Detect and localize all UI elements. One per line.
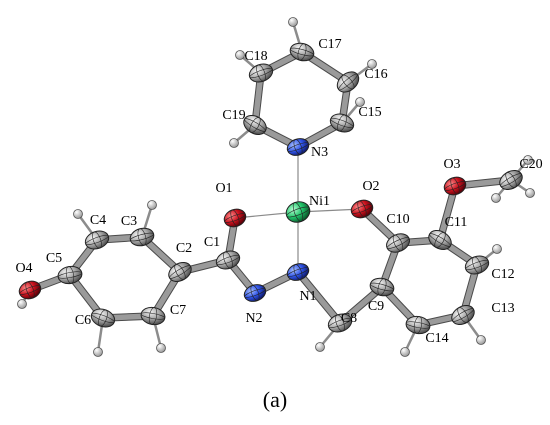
atom-c9 [369, 277, 395, 297]
atom-c7 [140, 306, 166, 326]
atom-c11 [428, 230, 452, 250]
hydrogen-atom [73, 209, 83, 219]
hydrogen-atom [156, 343, 166, 353]
atom-label-o1: O1 [215, 181, 232, 196]
atom-label-c15: C15 [358, 105, 381, 120]
atom-c15 [329, 113, 355, 133]
atom-c16 [336, 71, 360, 93]
hydrogen-atom [525, 188, 535, 198]
atom-label-c18: C18 [244, 49, 267, 64]
atom-label-ni1: Ni1 [309, 194, 330, 209]
atom-label-o3: O3 [443, 157, 460, 172]
atom-label-n1: N1 [299, 289, 316, 304]
atom-o2 [350, 199, 374, 219]
hydrogen-atom [400, 347, 410, 357]
atom-label-c4: C4 [90, 213, 106, 228]
atom-o1 [223, 208, 247, 228]
atom-label-c20: C20 [519, 157, 542, 172]
atom-label-c16: C16 [364, 67, 387, 82]
atom-c20 [499, 170, 523, 190]
hydrogen-atom [491, 193, 501, 203]
atom-label-c9: C9 [368, 299, 384, 314]
atom-n2 [243, 284, 267, 302]
atom-n1 [286, 263, 310, 281]
atom-label-c14: C14 [425, 331, 448, 346]
atom-label-n3: N3 [311, 145, 328, 160]
hydrogen-atom [93, 347, 103, 357]
figure-caption: (a) [263, 387, 287, 412]
hydrogen-atom [492, 244, 502, 254]
atom-c17 [289, 42, 315, 62]
bond-n1-c8 [294, 268, 344, 327]
atom-ni1 [285, 201, 311, 223]
atom-label-c5: C5 [46, 251, 62, 266]
atom-o4 [18, 280, 42, 300]
atom-c19 [243, 115, 267, 135]
atom-label-c8: C8 [341, 311, 357, 326]
atom-label-c6: C6 [75, 313, 91, 328]
atom-label-c2: C2 [176, 241, 192, 256]
atom-o3 [443, 176, 467, 196]
atom-c3 [129, 227, 155, 247]
hydrogen-atom [315, 342, 325, 352]
atom-c4 [84, 230, 110, 250]
hydrogen-atom [229, 138, 239, 148]
hydrogen-atom [17, 299, 27, 309]
atom-label-c7: C7 [170, 303, 186, 318]
atom-c2 [168, 262, 192, 282]
atom-label-o2: O2 [362, 179, 379, 194]
atom-label-c12: C12 [491, 267, 514, 282]
atom-label-c1: C1 [204, 235, 220, 250]
hydrogen-atom [367, 59, 377, 69]
atom-label-n2: N2 [245, 311, 262, 326]
atom-c18 [248, 63, 274, 83]
atom-label-c19: C19 [222, 108, 245, 123]
hydrogen-atom [288, 17, 298, 27]
atom-c14 [405, 315, 431, 335]
hydrogen-atom [476, 335, 486, 345]
atom-c12 [464, 255, 490, 275]
atom-c6 [90, 308, 116, 328]
atom-label-c17: C17 [318, 37, 341, 52]
atom-label-o4: O4 [15, 261, 32, 276]
hydrogen-atom [147, 200, 157, 210]
atom-c8 [327, 313, 353, 333]
hydrogen-atom [523, 155, 533, 165]
atom-c1 [215, 250, 241, 270]
hydrogen-atom [235, 50, 245, 60]
atom-label-c10: C10 [386, 212, 409, 227]
atom-c13 [451, 305, 475, 325]
atom-n3 [286, 138, 310, 156]
atom-label-c3: C3 [121, 214, 137, 229]
atom-c5 [57, 265, 83, 285]
atom-label-c11: C11 [445, 215, 468, 230]
hydrogen-atom [355, 97, 365, 107]
atom-c10 [386, 233, 410, 253]
atom-label-c13: C13 [491, 301, 514, 316]
